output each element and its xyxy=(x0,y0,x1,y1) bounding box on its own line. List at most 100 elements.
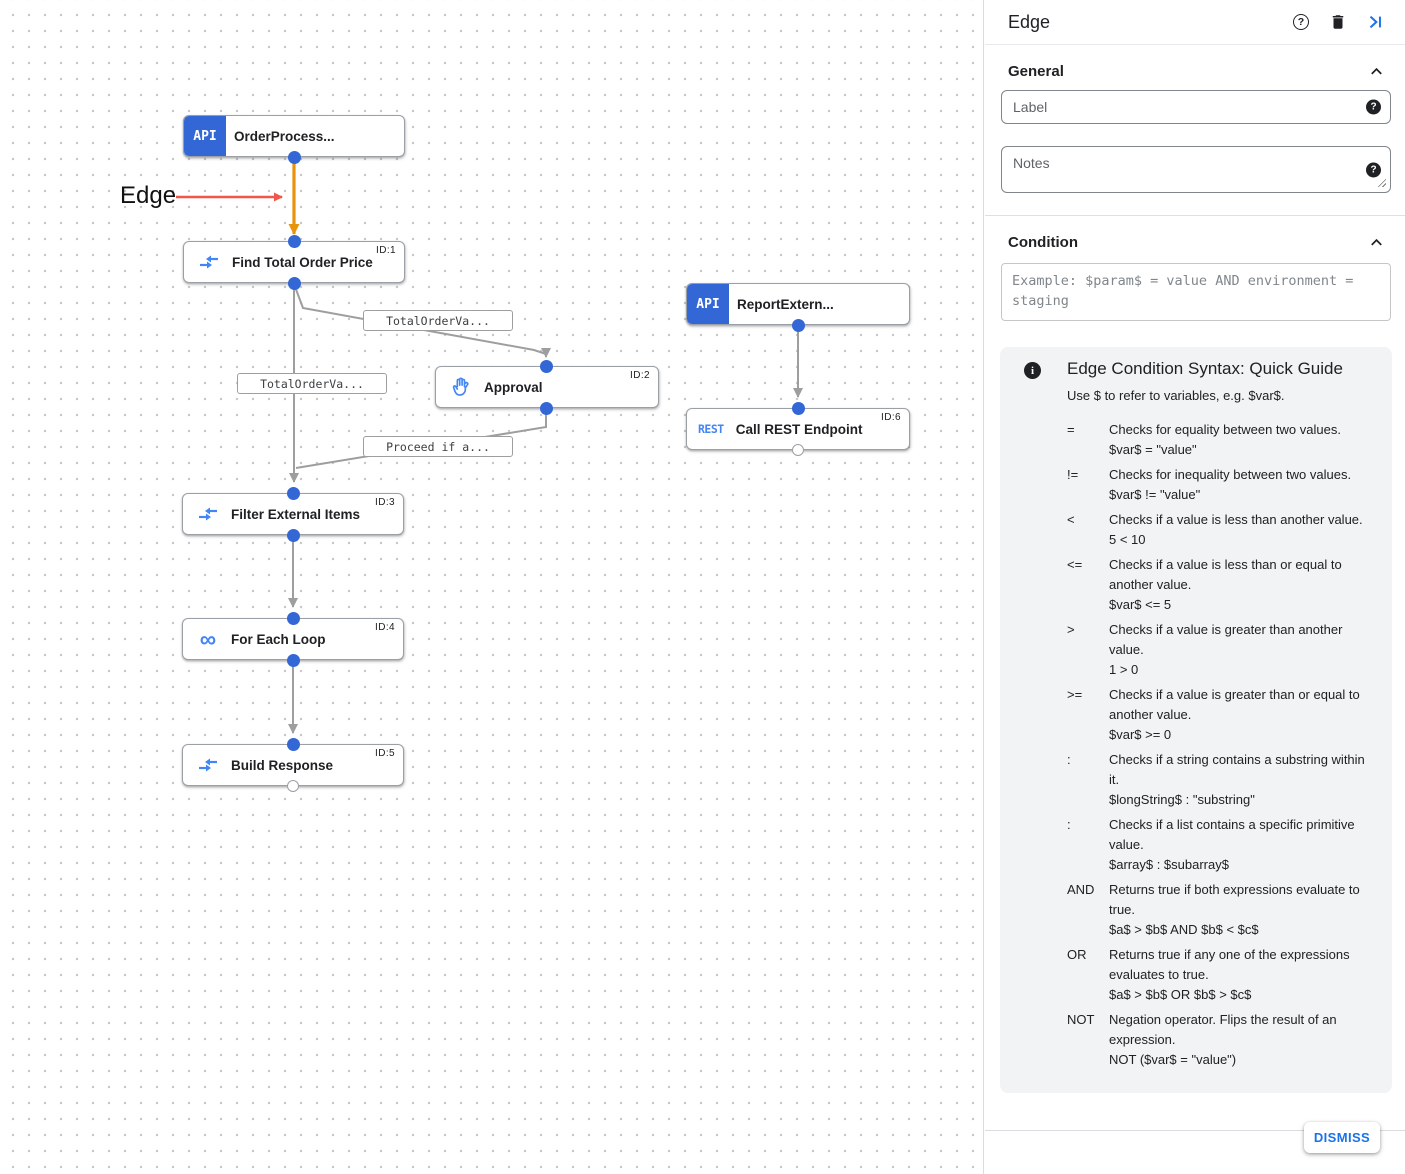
node-approval[interactable]: Approval ID:2 xyxy=(435,366,659,408)
guide-operator: = xyxy=(1067,422,1075,437)
guide-desc: Negation operator. Flips the result of a… xyxy=(1109,1012,1337,1047)
connector-dot[interactable] xyxy=(540,402,553,415)
guide-row: > Checks if a value is greater than anot… xyxy=(1067,620,1374,680)
edge-find-to-approval[interactable] xyxy=(293,283,551,358)
guide-desc: Checks if a value is less than another v… xyxy=(1109,512,1363,527)
guide-desc: Checks for equality between two values. xyxy=(1109,422,1341,437)
guide-desc: Returns true if any one of the expressio… xyxy=(1109,947,1350,982)
help-icon[interactable]: ? xyxy=(1289,10,1313,34)
connector-dot[interactable] xyxy=(287,487,300,500)
connector-dot[interactable] xyxy=(792,402,805,415)
label-field-wrap: ? xyxy=(1001,90,1391,124)
node-label: Find Total Order Price xyxy=(232,254,373,270)
edge-label[interactable]: Proceed if a... xyxy=(363,436,513,457)
guide-operator: <= xyxy=(1067,557,1083,572)
node-report-extern-trigger[interactable]: API ReportExtern... xyxy=(686,283,910,325)
edge-label[interactable]: TotalOrderVa... xyxy=(363,310,513,331)
connector-dot[interactable] xyxy=(287,738,300,751)
connector-dot[interactable] xyxy=(287,654,300,667)
chevron-up-icon[interactable] xyxy=(1368,234,1385,251)
condition-title: Condition xyxy=(1008,234,1078,251)
node-id: ID:6 xyxy=(881,412,901,423)
guide-row: OR Returns true if any one of the expres… xyxy=(1067,945,1374,1005)
guide-row: : Checks if a list contains a specific p… xyxy=(1067,815,1374,875)
guide-operator: > xyxy=(1067,622,1075,637)
guide-desc: Checks if a list contains a specific pri… xyxy=(1109,817,1355,852)
notes-help-icon[interactable]: ? xyxy=(1366,162,1381,177)
condition-section-header[interactable]: Condition xyxy=(985,216,1405,261)
connector-dot[interactable] xyxy=(288,277,301,290)
edge-label[interactable]: TotalOrderVa... xyxy=(237,373,387,394)
node-id: ID:4 xyxy=(375,622,395,633)
guide-row: <= Checks if a value is less than or equ… xyxy=(1067,555,1374,615)
collapse-panel-icon[interactable] xyxy=(1363,10,1387,34)
guide-row: >= Checks if a value is greater than or … xyxy=(1067,685,1374,745)
guide-row: = Checks for equality between two values… xyxy=(1067,420,1374,460)
node-build-response[interactable]: Build Response ID:5 xyxy=(182,744,404,786)
node-for-each-loop[interactable]: ∞ For Each Loop ID:4 xyxy=(182,618,404,660)
node-order-process-trigger[interactable]: API OrderProcess... xyxy=(183,115,405,157)
connector-dot[interactable] xyxy=(540,360,553,373)
rest-icon: REST xyxy=(698,422,724,436)
guide-operator: < xyxy=(1067,512,1075,527)
panel-header: Edge ? xyxy=(985,0,1405,45)
resize-grip[interactable] xyxy=(1377,178,1386,187)
guide-operator: : xyxy=(1067,752,1071,767)
guide-desc: Checks if a value is greater than anothe… xyxy=(1109,622,1343,657)
guide-example: $longString$ : "substring" xyxy=(1109,792,1255,807)
connector-dot[interactable] xyxy=(792,319,805,332)
footer-divider xyxy=(985,1130,1405,1131)
section-divider xyxy=(985,215,1405,216)
node-call-rest-endpoint[interactable]: REST Call REST Endpoint ID:6 xyxy=(686,408,910,450)
data-mapping-icon xyxy=(198,251,220,273)
guide-desc: Checks for inequality between two values… xyxy=(1109,467,1352,482)
chevron-up-icon[interactable] xyxy=(1368,63,1385,80)
label-input[interactable] xyxy=(1001,90,1391,124)
loop-icon: ∞ xyxy=(199,626,217,652)
data-mapping-icon xyxy=(197,503,219,525)
node-id: ID:1 xyxy=(376,245,396,256)
notes-input[interactable] xyxy=(1001,146,1391,193)
label-help-icon[interactable]: ? xyxy=(1366,99,1381,115)
guide-operator: != xyxy=(1067,467,1079,482)
notes-field-wrap: ? xyxy=(1001,146,1391,193)
node-label: Build Response xyxy=(231,757,334,773)
connector-dot[interactable] xyxy=(287,612,300,625)
connector-dot[interactable] xyxy=(288,151,301,164)
guide-example: $a$ > $b$ AND $b$ < $c$ xyxy=(1109,922,1259,937)
edge-lines xyxy=(176,158,803,734)
condition-input[interactable] xyxy=(1001,263,1391,321)
node-label: Call REST Endpoint xyxy=(735,421,863,437)
edge-annotation-label: Edge xyxy=(120,182,177,209)
guide-row: AND Returns true if both expressions eva… xyxy=(1067,880,1374,940)
connector-dot[interactable] xyxy=(288,235,301,248)
panel-title: Edge xyxy=(1008,11,1051,32)
approval-hand-icon xyxy=(450,376,472,398)
node-label: ReportExtern... xyxy=(737,296,834,312)
guide-row: NOT Negation operator. Flips the result … xyxy=(1067,1010,1374,1070)
guide-example: 5 < 10 xyxy=(1109,532,1146,547)
condition-syntax-guide: i Edge Condition Syntax: Quick Guide Use… xyxy=(1000,347,1392,1093)
node-id: ID:3 xyxy=(375,497,395,508)
guide-desc: Checks if a string contains a substring … xyxy=(1109,752,1365,787)
workflow-canvas[interactable]: TotalOrderVa... TotalOrderVa... Proceed … xyxy=(0,0,984,1174)
guide-desc: Checks if a value is greater than or equ… xyxy=(1109,687,1360,722)
dismiss-button[interactable]: DISMISS xyxy=(1304,1122,1380,1153)
guide-operator: : xyxy=(1067,817,1071,832)
guide-example: NOT ($var$ = "value") xyxy=(1109,1052,1237,1067)
guide-example: 1 > 0 xyxy=(1109,662,1139,677)
guide-row: != Checks for inequality between two val… xyxy=(1067,465,1374,505)
node-filter-external-items[interactable]: Filter External Items ID:3 xyxy=(182,493,404,535)
guide-desc: Returns true if both expressions evaluat… xyxy=(1109,882,1360,917)
general-title: General xyxy=(1008,63,1064,80)
guide-operator: NOT xyxy=(1067,1012,1095,1027)
info-icon: i xyxy=(1024,362,1041,379)
node-id: ID:5 xyxy=(375,748,395,759)
connector-dot-empty[interactable] xyxy=(287,780,299,792)
delete-icon[interactable] xyxy=(1326,10,1350,34)
connector-dot[interactable] xyxy=(287,529,300,542)
api-trigger-icon: API xyxy=(184,116,226,156)
general-section-header[interactable]: General xyxy=(985,45,1405,90)
connector-dot-empty[interactable] xyxy=(792,444,804,456)
api-trigger-icon: API xyxy=(687,284,729,324)
